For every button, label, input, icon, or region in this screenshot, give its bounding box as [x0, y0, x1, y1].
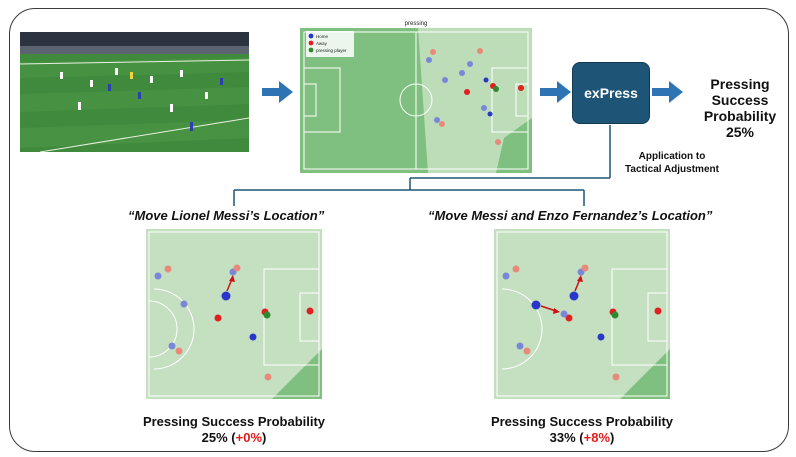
pitch-title: pressing	[405, 21, 428, 27]
scenario-2-quote: “Move Messi and Enzo Fernandez’s Locatio…	[428, 208, 713, 223]
scenario-1-result-delta: +0%	[235, 430, 263, 445]
legend-away: Away	[316, 41, 328, 46]
pressing-pitch-plot: pressing Home Away pressing player	[300, 18, 532, 173]
scenario-2-paren-close: )	[610, 430, 615, 445]
scenario-1-result-value: 25%	[201, 430, 228, 445]
scenario-1-result-label: Pressing Success Probability	[142, 414, 326, 429]
application-label: Application to Tactical Adjustment	[612, 150, 732, 176]
scenario-2-result-delta: +8%	[583, 430, 611, 445]
scenario-2-paren-open: (	[575, 430, 584, 445]
output-line3: Probability	[703, 108, 777, 124]
output-line1: Pressing	[710, 76, 770, 92]
legend-home: Home	[316, 34, 329, 39]
scenario-2-pitch	[494, 229, 670, 399]
tree-connector	[233, 125, 611, 206]
output-value: 25%	[725, 124, 755, 140]
output-line2: Success	[711, 92, 769, 108]
scenario-2-result: Pressing Success Probability 33% (+8%)	[462, 414, 702, 446]
players	[426, 48, 524, 145]
application-line1: Application to	[638, 151, 706, 162]
diagram-frame	[9, 8, 789, 452]
scenario-2-result-label: Pressing Success Probability	[490, 414, 674, 429]
scenario-1-result: Pressing Success Probability 25% (+0%)	[114, 414, 354, 446]
scenario-1-paren-close: )	[262, 430, 267, 445]
model-label: exPress	[584, 85, 638, 101]
application-line2: Tactical Adjustment	[625, 164, 719, 175]
express-model-box: exPress	[572, 62, 650, 124]
right-arrow-icon	[262, 81, 683, 103]
scenario-1-paren-open: (	[227, 430, 236, 445]
scenario-2-result-value: 33%	[549, 430, 576, 445]
legend-pressing: pressing player	[316, 48, 347, 53]
scenario-1-pitch	[146, 229, 322, 399]
output-probability: Pressing Success Probability 25%	[690, 76, 790, 140]
scenario-1-quote: “Move Lionel Messi’s Location”	[128, 208, 325, 223]
match-video-frame	[20, 32, 249, 152]
